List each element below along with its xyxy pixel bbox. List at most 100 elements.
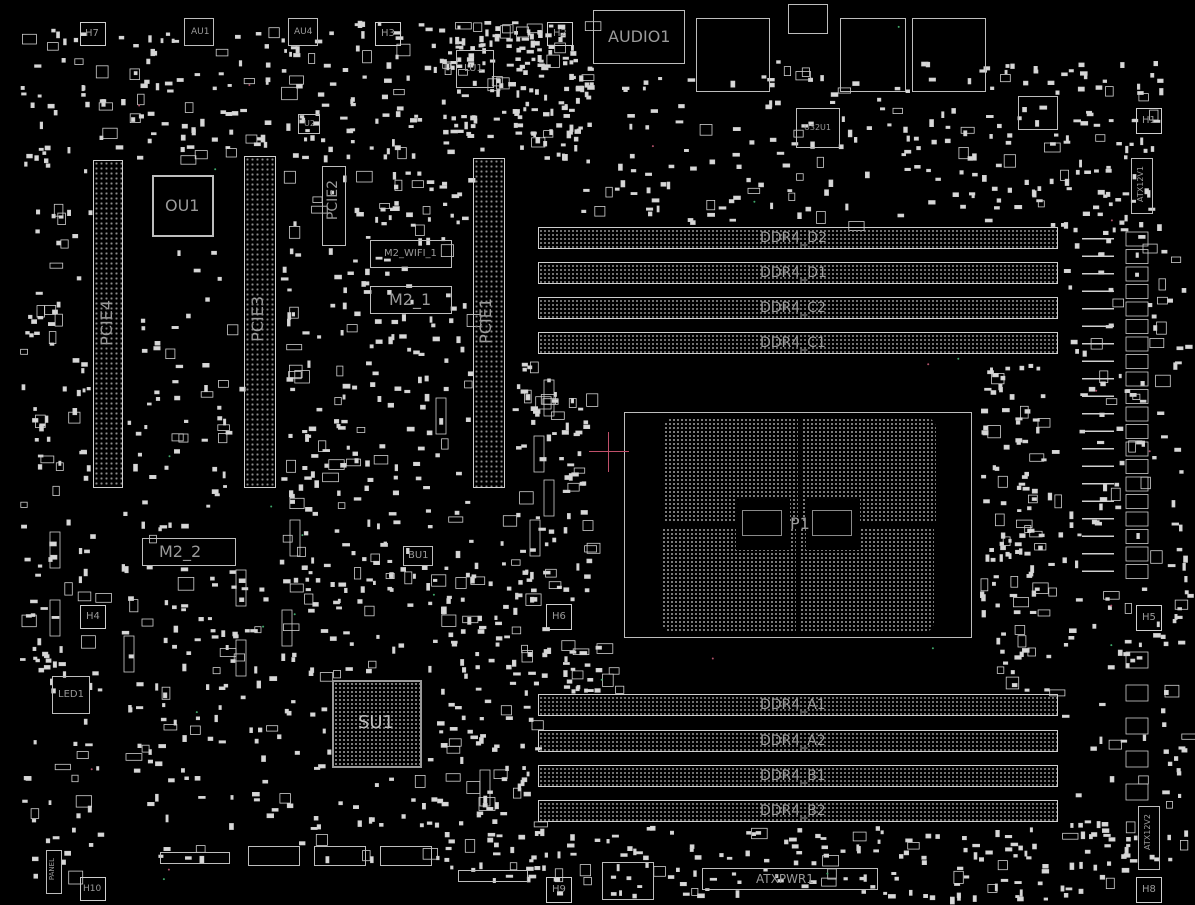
smd-component [1124, 846, 1129, 854]
smd-component [25, 331, 30, 335]
smd-component [1022, 648, 1030, 653]
smd-component [320, 138, 326, 143]
smd-component [433, 66, 437, 74]
smd-component [980, 578, 989, 592]
smd-component [310, 827, 318, 830]
smd-component [546, 434, 552, 442]
smd-component [38, 147, 44, 151]
smd-component [454, 510, 460, 515]
smd-component [1108, 119, 1114, 123]
smd-component [1090, 746, 1097, 751]
dimm-slot-b2-label: DDR4_B2 [760, 803, 826, 819]
smd-component [426, 180, 435, 184]
smd-component [448, 702, 455, 707]
smd-component [678, 104, 685, 109]
smd-component [385, 573, 395, 580]
smd-component [440, 244, 454, 257]
smd-component [718, 206, 727, 210]
smd-component [35, 658, 40, 663]
smd-component [1174, 756, 1179, 761]
smd-component [352, 451, 358, 456]
smd-component [436, 721, 445, 726]
smd-component [583, 877, 592, 886]
smd-component [576, 128, 581, 133]
smd-component [699, 124, 713, 136]
smd-component [1123, 853, 1131, 858]
smd-component [983, 499, 990, 504]
vrm-trace [1082, 395, 1114, 397]
mount-hole-h10-label: H10 [83, 884, 102, 894]
mount-hole-h3 [375, 22, 401, 46]
smd-component [500, 705, 512, 716]
smd-component [815, 833, 821, 839]
smd-component [520, 145, 524, 150]
smd-component [147, 111, 155, 116]
smd-component [521, 362, 528, 367]
smd-component [891, 872, 897, 876]
smd-component [824, 189, 829, 196]
smd-component [1105, 877, 1115, 890]
smd-component [441, 438, 449, 450]
smd-component [395, 54, 399, 60]
smd-component [1013, 854, 1018, 858]
smd-component [337, 502, 346, 509]
smd-component [175, 364, 184, 369]
atx-power-label: ATXPWR1 [756, 872, 814, 886]
smd-component [439, 418, 444, 425]
smd-component [1016, 485, 1022, 491]
m2-wifi-socket [370, 240, 452, 268]
smd-component [163, 692, 168, 699]
smd-component [758, 182, 764, 188]
smd-component [345, 458, 361, 467]
smd-component [460, 756, 464, 764]
smd-component [1084, 170, 1091, 174]
vrm-trace [1082, 448, 1114, 450]
smd-component [244, 629, 250, 633]
smd-component [542, 865, 546, 871]
smd-component [353, 497, 362, 501]
smd-component [282, 534, 293, 543]
smd-component [1017, 116, 1022, 121]
smd-component [1181, 733, 1195, 740]
smd-component [35, 573, 41, 577]
smd-component [533, 821, 548, 828]
smd-component [1149, 854, 1155, 860]
smd-component [1015, 438, 1023, 443]
smd-component [475, 741, 482, 746]
smd-component [279, 793, 291, 804]
smd-component [489, 59, 496, 63]
smd-component [206, 504, 211, 508]
smd-component [446, 746, 461, 754]
smd-component [1161, 435, 1168, 439]
smd-component [602, 673, 614, 687]
smd-component [952, 192, 959, 198]
smd-component [133, 71, 138, 76]
smd-component [928, 200, 936, 205]
smd-component [361, 31, 365, 39]
smd-component [797, 212, 802, 220]
smd-component [334, 529, 340, 533]
test-point [711, 657, 714, 660]
mount-hole-h4 [80, 605, 106, 629]
smd-component [337, 490, 341, 496]
test-point [168, 455, 171, 458]
smd-component [658, 77, 663, 81]
smd-component [651, 198, 660, 203]
smd-component [1153, 61, 1159, 67]
smd-component [687, 78, 696, 82]
vrm-trace [1082, 430, 1114, 432]
vrm-trace [1082, 255, 1114, 257]
smd-component [563, 670, 568, 677]
smd-component [1034, 587, 1040, 591]
smd-component [561, 105, 568, 111]
smd-component [316, 824, 322, 830]
smd-component [362, 850, 371, 862]
smd-component [455, 36, 460, 45]
vrm-inductor [1125, 336, 1149, 352]
smd-component [1013, 610, 1021, 615]
smd-component [342, 175, 347, 183]
chip-u32u1 [796, 108, 840, 148]
smd-component [388, 215, 392, 221]
smd-component [1153, 633, 1161, 638]
smd-component [266, 813, 274, 819]
